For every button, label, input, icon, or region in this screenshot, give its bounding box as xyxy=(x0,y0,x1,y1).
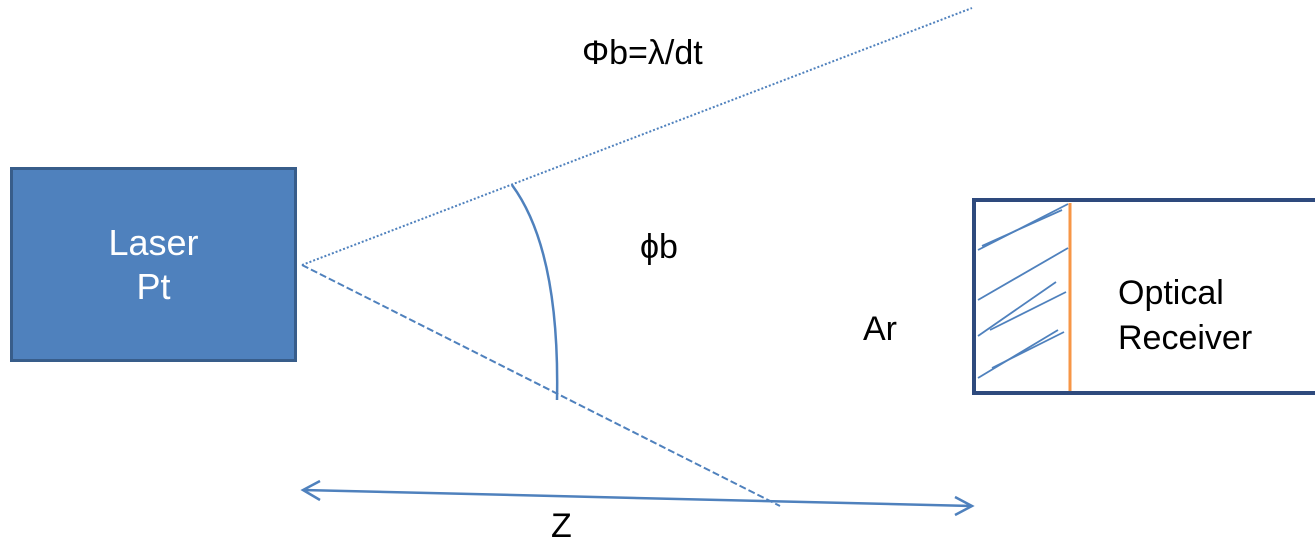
receiver-label: Optical Receiver xyxy=(1118,271,1252,361)
beam-upper-edge xyxy=(301,7,973,266)
divergence-angle-arc xyxy=(510,184,559,401)
receiver-label-line2: Receiver xyxy=(1118,318,1253,357)
beam-lower-edge xyxy=(301,264,781,507)
receiver-box xyxy=(972,198,1315,395)
distance-label: Z xyxy=(551,507,572,545)
receiver-aperture-label: Ar xyxy=(863,310,897,348)
receiver-label-line1: Optical xyxy=(1118,274,1224,312)
laser-label: Laser xyxy=(108,222,199,264)
divergence-angle-label: ϕb xyxy=(640,228,678,266)
laser-power-label: Pt xyxy=(136,265,171,307)
beam-divergence-formula: Φb=λ/dt xyxy=(582,34,703,72)
laser-transmitter-box: Laser Pt xyxy=(10,167,297,362)
receiver-aperture-hatching xyxy=(977,203,1069,379)
distance-arrow xyxy=(300,479,975,517)
